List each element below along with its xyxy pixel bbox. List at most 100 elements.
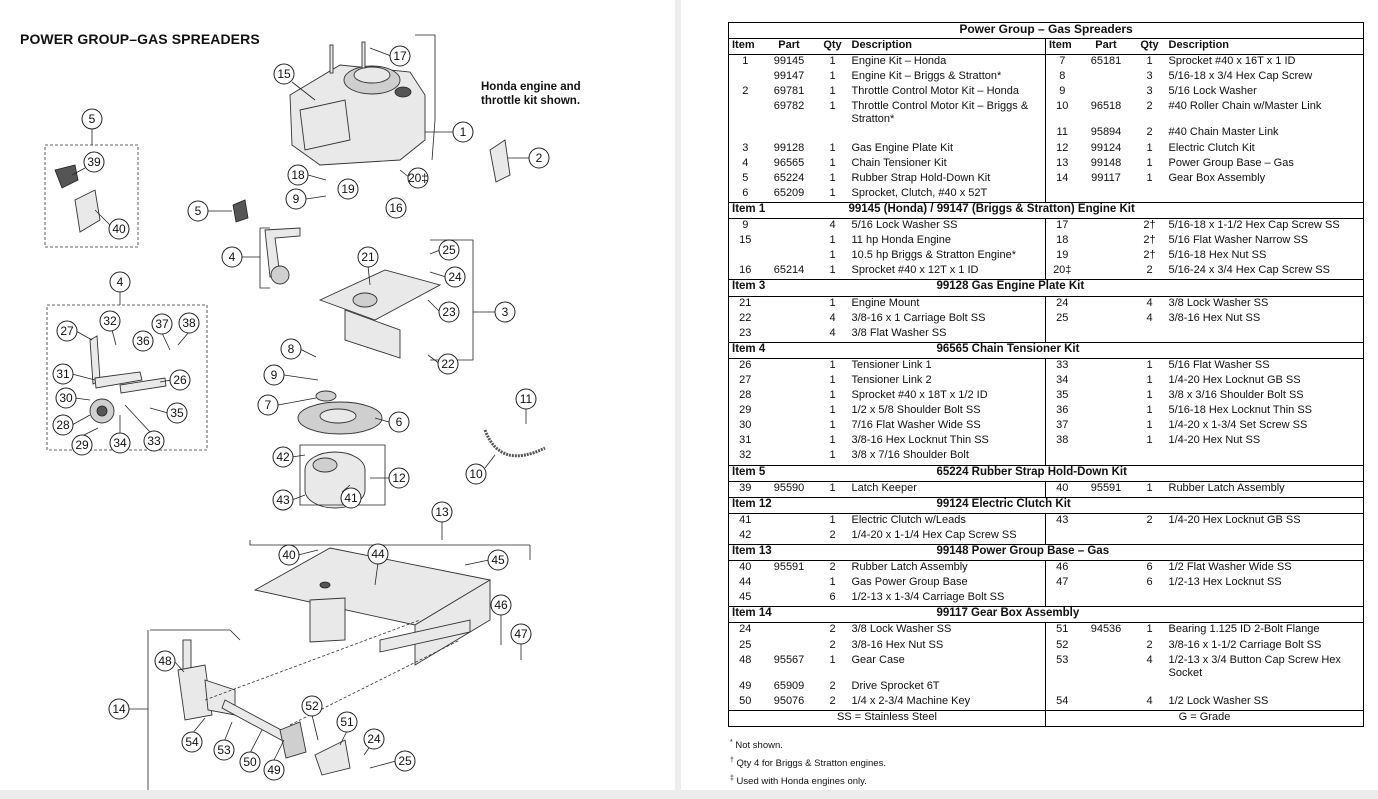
part-cell [762,327,817,343]
item-cell [729,249,762,264]
description-cell: Sprocket #40 x 12T x 1 ID [848,264,1046,280]
svg-text:26: 26 [173,373,187,387]
qty-cell: 1 [829,449,836,462]
description-cell: 3/8-16 Hex Locknut Thin SS [848,434,1046,450]
callout-40 [278,544,300,566]
header-qty-2: Qty [1133,38,1166,56]
item-cell: 22 [739,311,752,324]
svg-text:35: 35 [170,406,184,420]
item-cell: 37 [1056,419,1069,432]
part-cell [1079,680,1134,695]
description-cell [1166,680,1364,695]
item-cell: 17 [1056,219,1069,232]
svg-text:50: 50 [243,755,257,769]
description-cell [848,126,1046,142]
callout-42 [272,446,294,468]
item-cell: 25 [739,638,752,651]
section-title: 96565 Chain Tensioner Kit [816,341,1364,359]
description-cell: Power Group Base – Gas [1168,156,1294,169]
callout-29 [71,434,93,456]
callout-24 [444,266,466,288]
qty-cell: 1 [829,249,836,262]
qty-cell: 1 [829,70,836,83]
qty-cell: 2 [829,561,836,574]
callout-52 [301,695,323,717]
qty-cell: 1 [829,234,836,247]
item-cell: 15 [739,234,752,247]
description-cell: 3/8 x 3/16 Shoulder Bolt SS [1168,389,1304,402]
description-cell: Electric Clutch w/Leads [848,513,1046,529]
callout-31 [52,363,74,385]
part-cell: 99148 [1090,156,1122,169]
qty-cell: 4 [829,311,836,324]
svg-text:12: 12 [392,471,406,485]
svg-text:49: 49 [267,763,281,777]
qty-cell: 2† [1143,249,1156,262]
qty-cell [1134,680,1166,695]
item-cell: 32 [739,449,752,462]
part-cell: 95894 [1090,126,1122,139]
item-cell: 10 [1056,100,1069,113]
item-cell: 13 [1056,156,1069,169]
part-cell [1079,358,1134,374]
callout-44 [367,543,389,565]
qty-cell: 1 [829,434,836,447]
qty-cell [1134,529,1166,545]
qty-cell: 6 [1146,576,1153,589]
part-cell [762,639,817,654]
svg-text:41: 41 [344,491,358,505]
item-cell: 36 [1056,404,1069,417]
svg-text:7: 7 [265,398,272,412]
qty-cell: 2 [829,694,836,707]
part-cell [762,623,817,639]
part-cell [1079,219,1134,235]
svg-text:24: 24 [367,732,381,746]
item-cell: 30 [739,419,752,432]
part-cell [762,591,817,607]
description-cell: Sprocket #40 x 16T x 1 ID [1168,55,1296,68]
svg-text:22: 22 [441,357,455,371]
part-cell: 69782 [773,100,805,113]
qty-cell: 1 [829,264,836,277]
qty-cell: 2† [1143,234,1156,247]
description-cell: Engine Kit – Honda [848,54,1046,71]
qty-cell: 2 [1146,100,1153,113]
description-cell: #40 Chain Master Link [1168,126,1279,139]
diagram-note: Honda engine and throttle kit shown. [481,81,581,107]
svg-text:28: 28 [56,418,70,432]
part-cell [762,374,817,389]
qty-cell: 2† [1143,219,1156,232]
callout-4 [221,246,243,268]
footnote: † Qty 4 for Briggs & Stratton engines. [730,753,886,771]
item-cell: 23 [739,326,752,339]
callout-39 [83,151,105,173]
item-cell: 28 [739,389,752,402]
part-cell: 95590 [773,481,805,494]
qty-cell: 2 [829,638,836,651]
part-cell [1079,639,1134,654]
diagram-title: POWER GROUP–GAS SPREADERS [20,31,260,47]
callout-8 [280,338,302,360]
item-cell: 11 [1056,126,1068,139]
description-cell: Gear Case [848,653,1046,680]
part-cell: 65909 [773,679,805,692]
item-cell [1046,327,1079,343]
part-cell [1079,85,1134,100]
callout-54 [181,731,203,753]
callout-24-gear [363,728,385,750]
callout-35 [166,402,188,424]
part-cell [762,358,817,374]
footnote: * Not shown. [730,735,886,753]
item-cell: 39 [739,481,752,494]
item-cell: 47 [1056,576,1069,589]
callout-15 [273,63,295,85]
